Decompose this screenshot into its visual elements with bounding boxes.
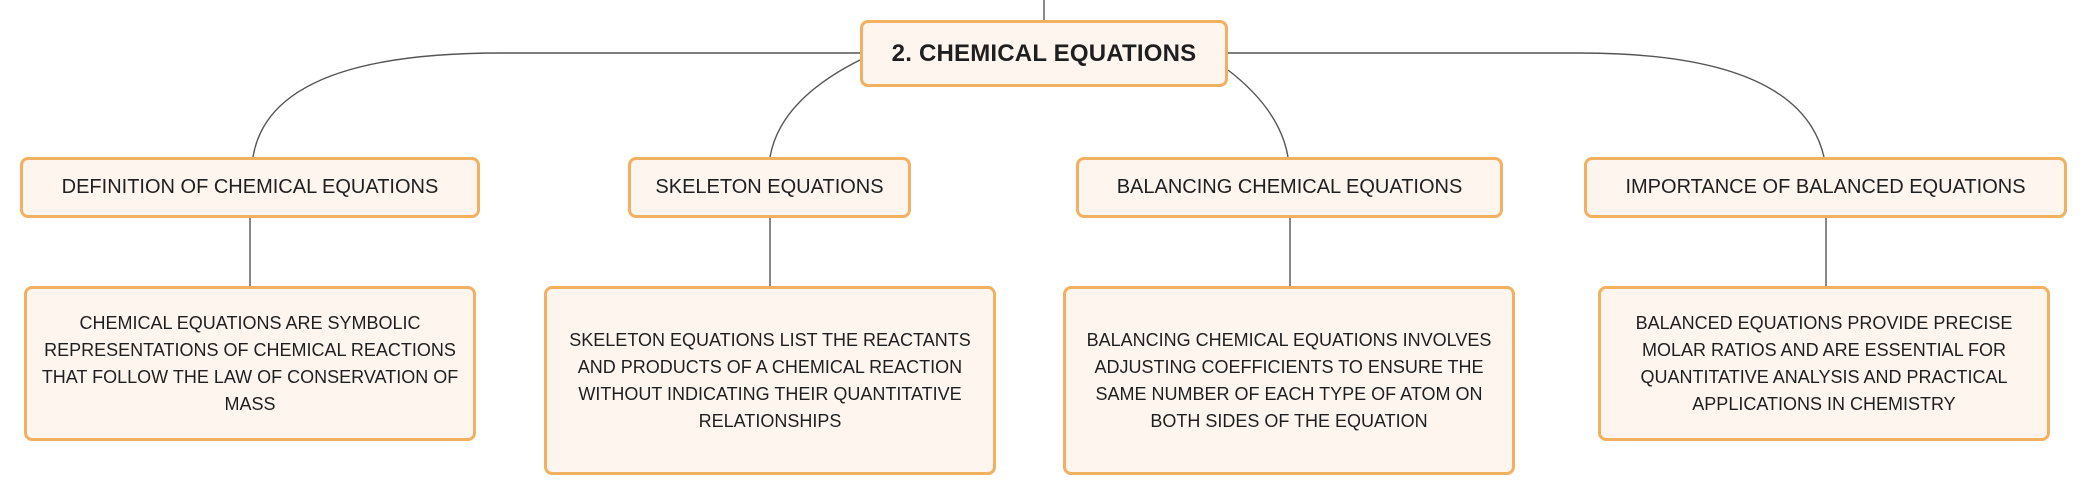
- branch-node-definition: DEFINITION OF CHEMICAL EQUATIONS: [20, 157, 480, 218]
- connector-root-branch-1: [252, 52, 860, 158]
- detail-node-importance: BALANCED EQUATIONS PROVIDE PRECISE MOLAR…: [1598, 286, 2050, 441]
- connector-root-branch-3: [1227, 69, 1289, 158]
- branch-node-label: IMPORTANCE OF BALANCED EQUATIONS: [1625, 176, 2026, 198]
- detail-node-balancing: BALANCING CHEMICAL EQUATIONS INVOLVES AD…: [1063, 286, 1515, 475]
- branch-node-label: DEFINITION OF CHEMICAL EQUATIONS: [61, 176, 439, 198]
- detail-node-text: CHEMICAL EQUATIONS ARE SYMBOLIC REPRESEN…: [41, 312, 459, 414]
- detail-node-text: SKELETON EQUATIONS LIST THE REACTANTS AN…: [569, 329, 971, 431]
- detail-node-definition: CHEMICAL EQUATIONS ARE SYMBOLIC REPRESEN…: [24, 286, 476, 441]
- connector-root-branch-2: [769, 59, 861, 158]
- root-node-label: 2. CHEMICAL EQUATIONS: [891, 39, 1197, 67]
- detail-node-text: BALANCING CHEMICAL EQUATIONS INVOLVES AD…: [1086, 329, 1492, 431]
- detail-node-skeleton: SKELETON EQUATIONS LIST THE REACTANTS AN…: [544, 286, 996, 475]
- detail-node-text: BALANCED EQUATIONS PROVIDE PRECISE MOLAR…: [1635, 312, 2013, 414]
- branch-node-skeleton: SKELETON EQUATIONS: [628, 157, 911, 218]
- root-node: 2. CHEMICAL EQUATIONS: [860, 20, 1228, 87]
- branch-node-balancing: BALANCING CHEMICAL EQUATIONS: [1076, 157, 1503, 218]
- connector-root-branch-4: [1228, 52, 1825, 158]
- branch-node-label: BALANCING CHEMICAL EQUATIONS: [1116, 176, 1463, 198]
- branch-node-importance: IMPORTANCE OF BALANCED EQUATIONS: [1584, 157, 2067, 218]
- branch-node-label: SKELETON EQUATIONS: [655, 176, 884, 198]
